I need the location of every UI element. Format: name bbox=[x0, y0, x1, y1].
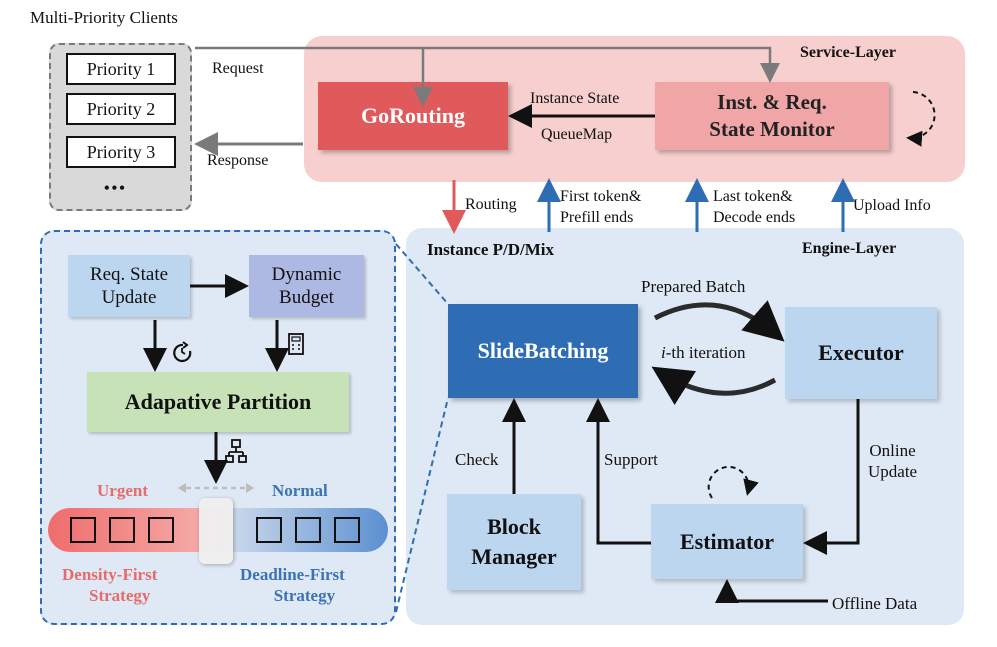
support-label: Support bbox=[604, 450, 658, 469]
density-first-line-2: Strategy bbox=[89, 586, 151, 605]
zoom-line-top bbox=[395, 243, 449, 305]
iteration-text: -th iteration bbox=[665, 343, 746, 362]
density-first-line-1: Density-First bbox=[62, 565, 158, 584]
last-token-line-1: Last token& bbox=[713, 188, 793, 205]
urgent-slot-3 bbox=[148, 517, 174, 543]
monitor-self-loop bbox=[906, 91, 936, 147]
hierarchy-icon bbox=[225, 439, 247, 463]
budget-line-1: Dynamic bbox=[271, 264, 342, 285]
slider-right-head bbox=[246, 483, 254, 493]
req-state-update-box: Req. State Update bbox=[68, 255, 190, 317]
first-token-line-2: Prefill ends bbox=[560, 209, 634, 226]
iteration-return-arc bbox=[651, 366, 777, 405]
req-state-line-2: Update bbox=[101, 287, 157, 308]
slider-left-head bbox=[178, 483, 186, 493]
iteration-label: i-th iteration bbox=[661, 343, 746, 363]
prepared-batch-arc bbox=[653, 300, 785, 342]
deadline-first-line-1: Deadline-First bbox=[240, 565, 345, 584]
routing-label: Routing bbox=[465, 196, 517, 213]
priority-1-box: Priority 1 bbox=[66, 53, 176, 85]
offline-data-arrow bbox=[715, 579, 828, 603]
adaptive-partition-box: Adapative Partition bbox=[87, 372, 349, 432]
request-label: Request bbox=[212, 60, 264, 77]
instance-state-label: Instance State bbox=[530, 90, 620, 107]
normal-label: Normal bbox=[272, 481, 328, 500]
first-token-label: First token& Prefill ends bbox=[560, 186, 641, 228]
first-token-line-1: First token& bbox=[560, 188, 642, 205]
normal-slot-1 bbox=[256, 517, 282, 543]
zoom-line-bottom bbox=[395, 397, 449, 613]
check-label: Check bbox=[455, 450, 499, 469]
calculator-icon bbox=[288, 333, 304, 355]
priority-2-box: Priority 2 bbox=[66, 93, 176, 125]
refresh-icon bbox=[173, 341, 192, 362]
block-manager-box: Block Manager bbox=[447, 494, 581, 590]
state-monitor-box: Inst. & Req. State Monitor bbox=[655, 82, 889, 150]
last-token-label: Last token& Decode ends bbox=[713, 186, 795, 228]
online-update-arrow bbox=[803, 399, 860, 555]
estimator-box: Estimator bbox=[651, 504, 803, 579]
slidebatching-box: SlideBatching bbox=[448, 304, 638, 398]
online-update-line-2: Update bbox=[868, 462, 918, 481]
normal-slot-2 bbox=[295, 517, 321, 543]
clients-title: Multi-Priority Clients bbox=[30, 8, 178, 27]
deadline-first-label: Deadline-First Strategy bbox=[240, 564, 345, 606]
dynamic-budget-box: Dynamic Budget bbox=[249, 255, 364, 317]
online-update-label: Online Update bbox=[868, 440, 917, 482]
req-state-line-1: Req. State bbox=[89, 264, 169, 285]
urgent-label: Urgent bbox=[97, 481, 148, 500]
more-clients-ellipsis: ••• bbox=[104, 180, 127, 197]
engine-layer-title: Engine-Layer bbox=[802, 240, 897, 257]
partition-slider-handle bbox=[199, 498, 233, 564]
executor-box: Executor bbox=[785, 307, 937, 399]
block-manager-line-2: Manager bbox=[471, 544, 557, 569]
prepared-batch-label: Prepared Batch bbox=[641, 277, 746, 296]
monitor-line-2: State Monitor bbox=[709, 117, 835, 141]
service-layer-title: Service-Layer bbox=[800, 44, 896, 61]
density-first-label: Density-First Strategy bbox=[62, 564, 157, 606]
urgent-slot-2 bbox=[109, 517, 135, 543]
request-arrow bbox=[195, 46, 780, 83]
support-arrow bbox=[586, 398, 651, 545]
instance-label: Instance P/D/Mix bbox=[427, 240, 555, 259]
online-update-line-1: Online bbox=[869, 441, 916, 460]
estimator-self-loop bbox=[707, 465, 759, 499]
offline-data-label: Offline Data bbox=[832, 594, 918, 613]
response-label: Response bbox=[207, 152, 269, 169]
priority-3-box: Priority 3 bbox=[66, 136, 176, 168]
block-manager-line-1: Block bbox=[487, 514, 541, 539]
queuemap-label: QueueMap bbox=[541, 126, 613, 143]
budget-line-2: Budget bbox=[279, 287, 334, 308]
last-token-line-2: Decode ends bbox=[713, 209, 796, 226]
deadline-first-line-2: Strategy bbox=[273, 586, 336, 605]
urgent-slot-1 bbox=[70, 517, 96, 543]
monitor-line-1: Inst. & Req. bbox=[717, 90, 827, 114]
normal-slot-3 bbox=[334, 517, 360, 543]
upload-info-label: Upload Info bbox=[853, 197, 931, 214]
iteration-index: i bbox=[661, 343, 666, 362]
